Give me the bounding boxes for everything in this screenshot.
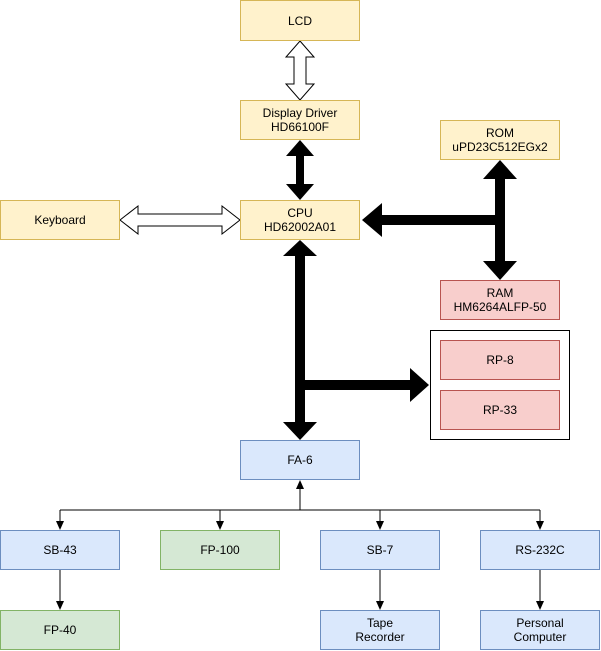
rs232c-label: RS-232C [515, 543, 565, 557]
fa6-node: FA-6 [240, 440, 360, 480]
sb7-node: SB-7 [320, 530, 440, 570]
lcd-node: LCD [240, 0, 360, 41]
rp33-label: RP-33 [482, 403, 517, 417]
fa6-label: FA-6 [287, 453, 313, 467]
rom-part: uPD23C512EGx2 [452, 140, 548, 154]
lcd-label: LCD [287, 13, 312, 28]
ram-part: HM6264ALFP-50 [453, 300, 547, 314]
ram-title: RAM [486, 286, 514, 300]
fa6-distribution-lines [59, 488, 541, 603]
fp40-label: FP-40 [43, 623, 77, 637]
thin-arrowheads [56, 480, 544, 610]
personal-computer-node: Personal Computer [480, 610, 600, 650]
lcd-driver-link [284, 40, 316, 101]
tape-recorder-node: Tape Recorder [320, 610, 440, 650]
fp40-node: FP-40 [0, 610, 120, 650]
rom-title: ROM [486, 126, 514, 140]
rp8-label: RP-8 [486, 353, 514, 367]
fp100-node: FP-100 [160, 530, 280, 570]
cpu-memory-bus [362, 160, 517, 280]
fp100-label: FP-100 [200, 543, 240, 557]
sb43-label: SB-43 [43, 543, 77, 557]
cpu-node: CPU HD62002A01 [240, 200, 360, 240]
cpu-part: HD62002A01 [263, 220, 337, 234]
rp8-node: RP-8 [440, 340, 560, 380]
display-driver-node: Display Driver HD66100F [240, 100, 360, 140]
cpu-expansion-bus [283, 240, 429, 440]
ram-node: RAM HM6264ALFP-50 [440, 280, 560, 320]
rs232c-node: RS-232C [480, 530, 600, 570]
keyboard-node: Keyboard [0, 200, 120, 240]
personal-computer-line2: Computer [513, 630, 567, 644]
rom-node: ROM uPD23C512EGx2 [440, 120, 560, 160]
display-driver-part: HD66100F [270, 120, 330, 134]
sb43-node: SB-43 [0, 530, 120, 570]
keyboard-label: Keyboard [34, 213, 86, 227]
sb7-label: SB-7 [366, 543, 394, 557]
driver-cpu-bus [286, 140, 314, 200]
cpu-title: CPU [287, 206, 313, 220]
keyboard-cpu-link [119, 204, 241, 236]
tape-recorder-line2: Recorder [355, 630, 405, 644]
display-driver-title: Display Driver [262, 106, 338, 120]
personal-computer-line1: Personal [516, 616, 564, 630]
rp33-node: RP-33 [440, 390, 560, 430]
tape-recorder-line1: Tape [366, 616, 394, 630]
